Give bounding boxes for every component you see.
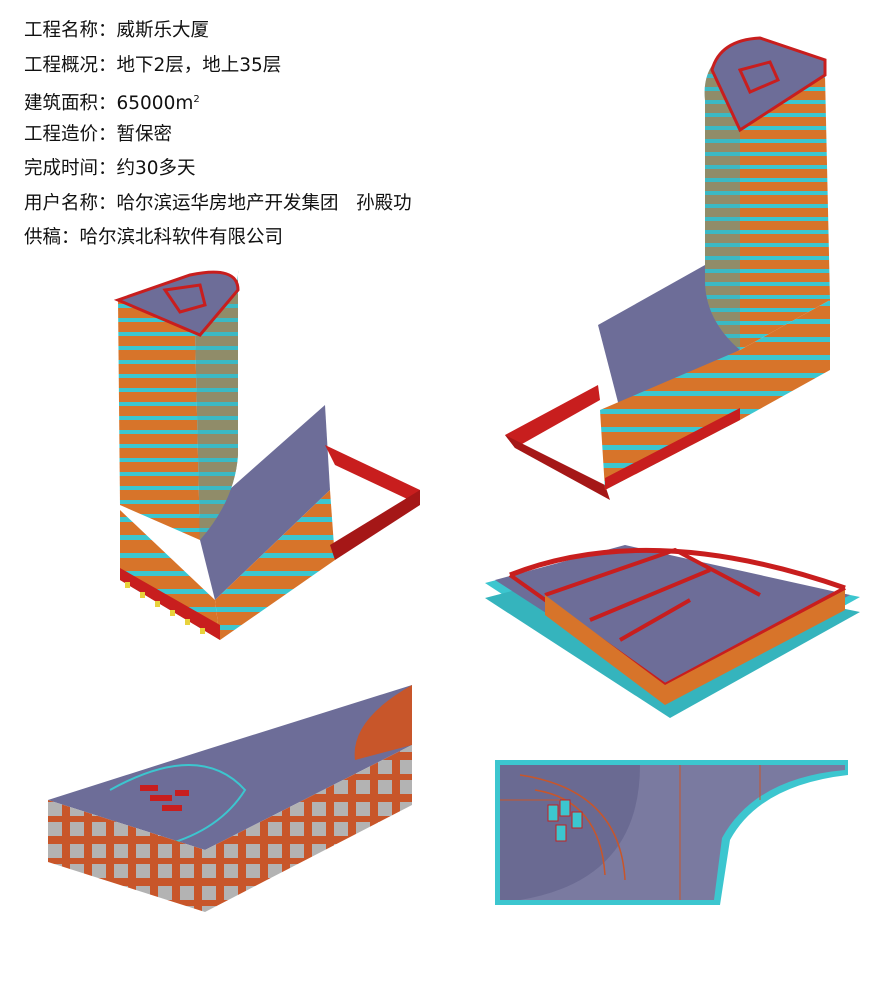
interior-beams [544,547,761,642]
tower-shaft [118,300,200,540]
plan-curve-zone [500,765,640,900]
area-unit-superscript: 2 [193,94,200,105]
project-cost: 工程造价：暂保密 [24,123,173,145]
podium-right-face [740,300,830,420]
curved-cutout [354,685,412,760]
podium-roof-slab [195,405,330,600]
project-info: 工程名称：威斯乐大厦 工程概况：地下2层，地上35层 建筑面积：65000m2 … [24,19,412,261]
project-overview: 工程概况：地下2层，地上35层 [24,54,282,76]
grade-beam-loop [325,445,420,505]
podium-side-face [215,490,335,640]
perimeter-beam [509,547,846,591]
podium-roof-slab [598,265,740,410]
tower-roof [113,270,240,337]
radial-floor-curve [109,764,247,846]
plan-grid-lines [500,765,761,900]
podium-front-face [600,350,740,490]
roof-core-beams [162,283,207,314]
tower-shaft [740,75,830,350]
completion-time: 完成时间：约30多天 [24,158,196,179]
podium-front-face [120,510,220,640]
project-name: 工程名称：威斯乐大厦 [24,20,210,41]
building-area-text: 建筑面积：65000m [24,93,194,115]
roof-slab [48,685,412,850]
stair-core-marks [140,785,189,811]
building-area: 建筑面积：65000m2 [24,88,412,123]
footing-row [125,582,205,634]
front-facade [48,800,205,912]
roof-core-beams [737,60,780,94]
side-facade [205,745,412,912]
plan-core-marks [547,799,583,842]
column-strip [545,590,845,705]
supplier-name: 供稿：哈尔滨北科软件有限公司 [24,227,284,248]
client-name: 用户名称：哈尔滨运华房地产开发集团 孙殿功 [24,192,412,214]
grade-beam-loop [505,385,600,448]
